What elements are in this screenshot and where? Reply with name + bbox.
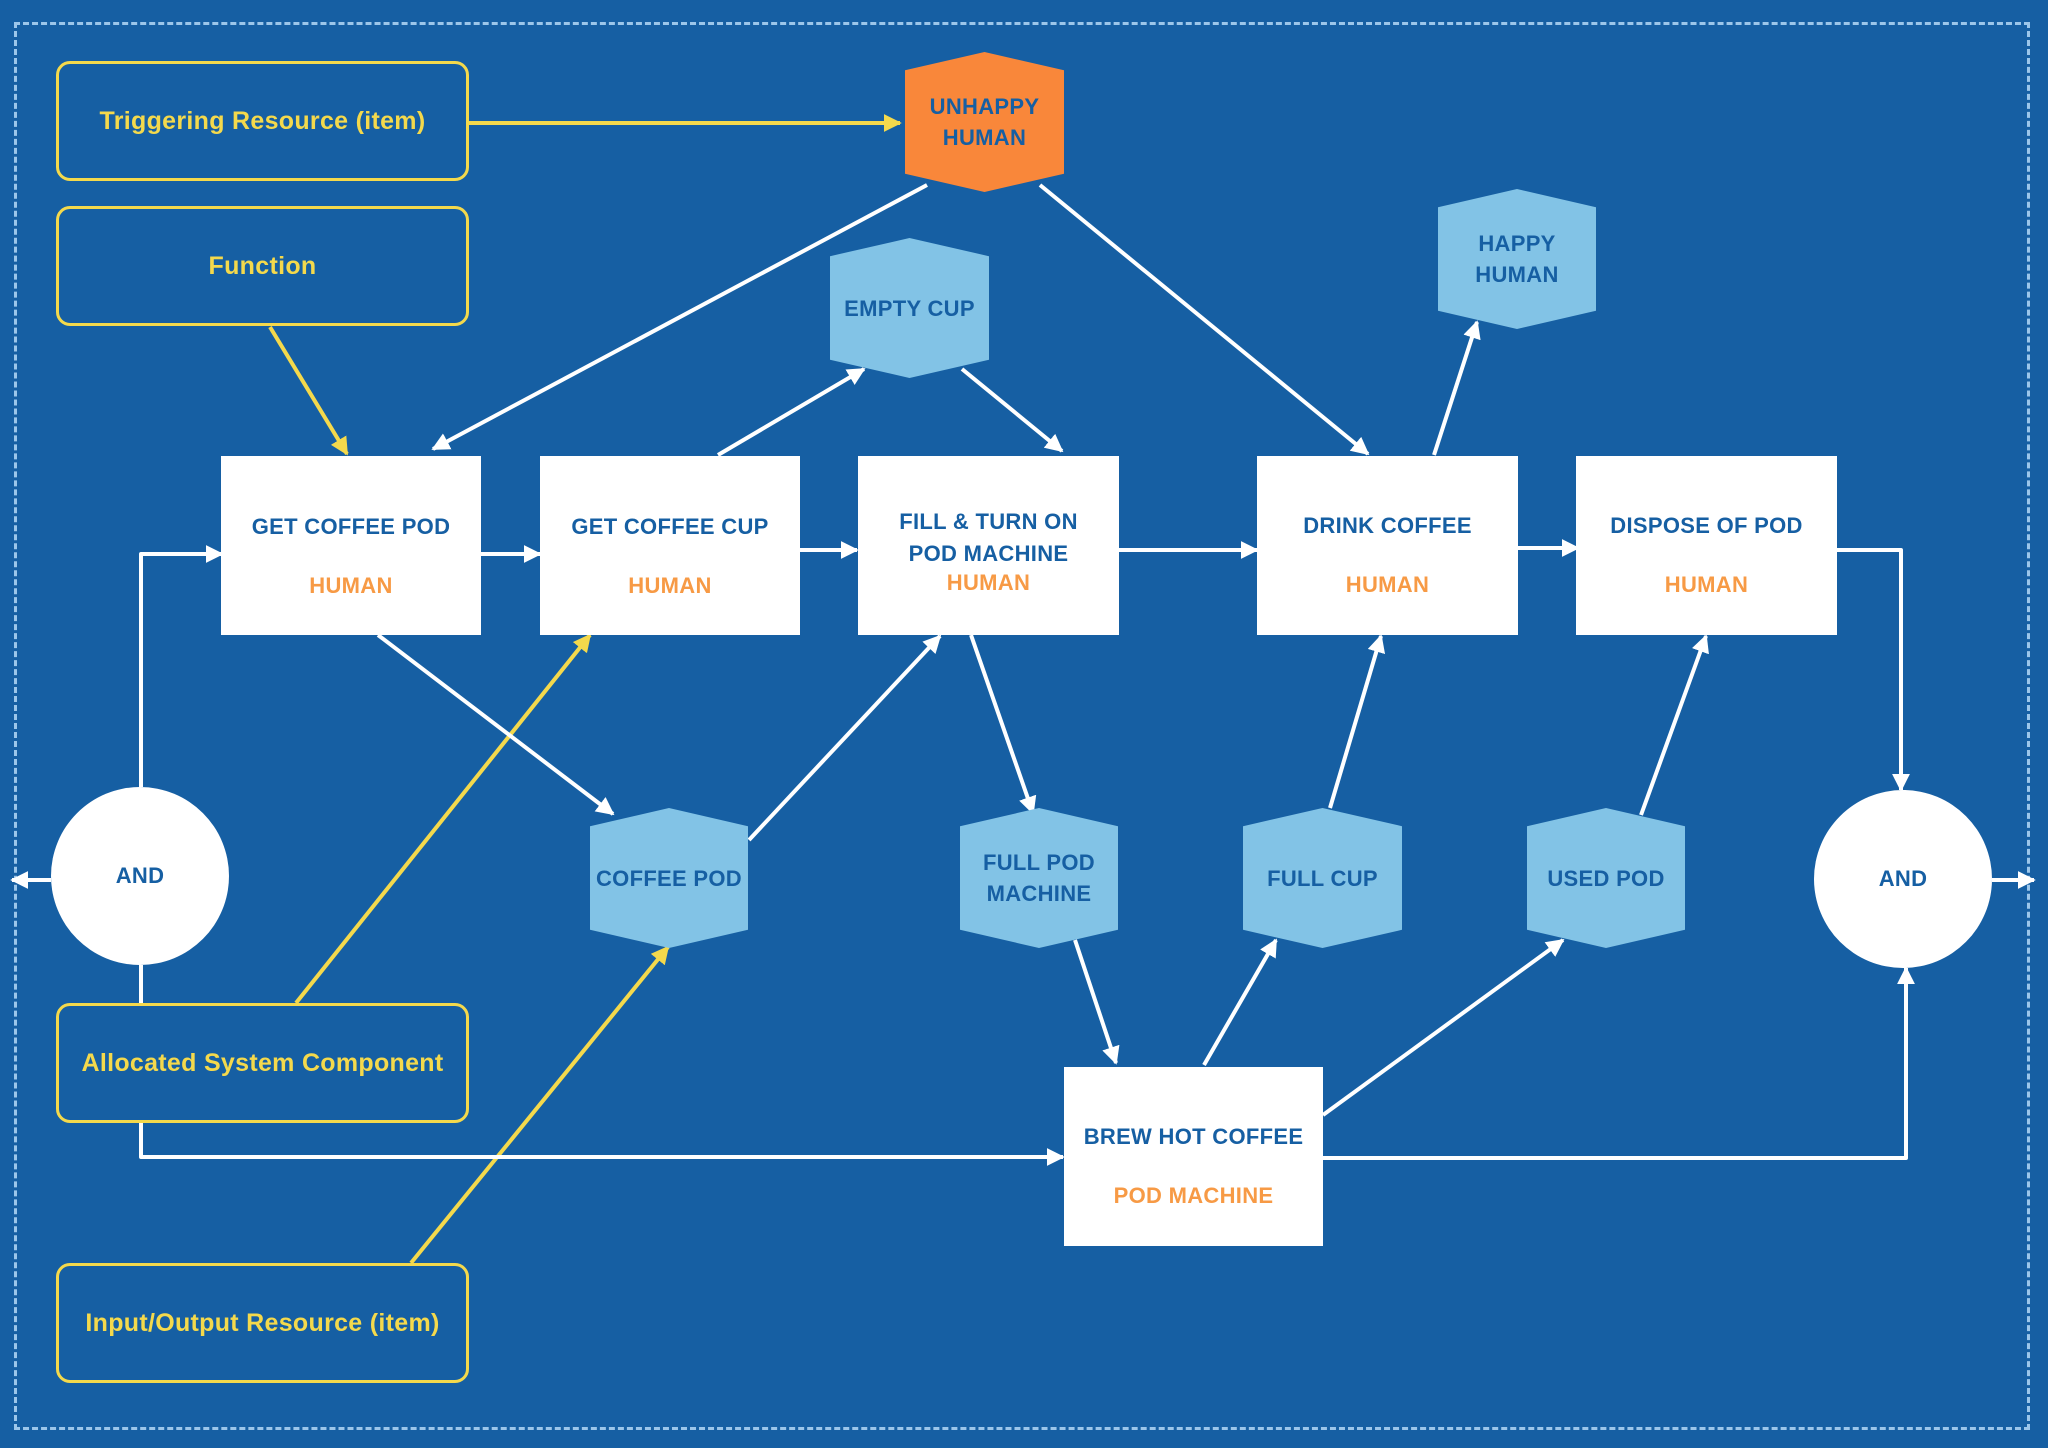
- legend-triggering-resource-label: Triggering Resource (item): [99, 106, 426, 135]
- dispose-of-pod-component: HUMAN: [1664, 571, 1749, 597]
- used-pod-resource: USED POD: [1527, 808, 1685, 948]
- get-coffee-pod-title: GET COFFEE POD: [251, 513, 451, 539]
- arrow-coffee-pod-to-fill: [747, 634, 942, 842]
- happy-human-line1: HAPPY: [1478, 231, 1556, 256]
- legend-function: Function: [56, 206, 469, 326]
- arrow-and-to-get-pod: [139, 545, 224, 787]
- diagram-border: [14, 22, 2030, 1430]
- legend-triggering-resource: Triggering Resource (item): [56, 61, 469, 181]
- arrow-get-cup-to-empty-cup: [716, 367, 866, 457]
- legend-function-arrow: [268, 325, 349, 456]
- get-coffee-cup-title: GET COFFEE CUP: [571, 513, 769, 539]
- and-gate-left: AND: [51, 787, 229, 965]
- unhappy-human-line2: HUMAN: [942, 125, 1027, 150]
- drink-coffee-function: DRINK COFFEE HUMAN: [1257, 456, 1518, 635]
- legend-io-resource-label: Input/Output Resource (item): [85, 1308, 440, 1337]
- dispose-of-pod-title: DISPOSE OF POD: [1610, 512, 1803, 538]
- arrow-drink-to-happy: [1432, 320, 1481, 456]
- fill-turn-on-title-line1: FILL & TURN ON: [899, 508, 1078, 534]
- fill-turn-on-function: FILL & TURN ON POD MACHINE HUMAN: [858, 456, 1119, 635]
- full-pod-machine-line1: FULL POD: [983, 850, 1095, 875]
- full-cup-resource: FULL CUP: [1243, 808, 1402, 948]
- get-coffee-cup-component: HUMAN: [628, 572, 712, 598]
- arrow-full-cup-to-drink: [1328, 634, 1386, 809]
- arrow-unhappy-to-get-pod: [431, 183, 928, 451]
- full-cup-label: FULL CUP: [1267, 865, 1378, 891]
- get-coffee-cup-function: GET COFFEE CUP HUMAN: [540, 456, 800, 635]
- arrow-unhappy-to-drink: [1038, 183, 1370, 456]
- fill-turn-on-title-line2: POD MACHINE: [908, 540, 1069, 566]
- dispose-of-pod-function: DISPOSE OF POD HUMAN: [1576, 456, 1837, 635]
- arrow-dispose-to-and-right: [1837, 548, 1910, 792]
- legend-io-resource: Input/Output Resource (item): [56, 1263, 469, 1383]
- and-gate-right: AND: [1814, 790, 1992, 968]
- arrow-brew-to-used-pod: [1321, 938, 1565, 1117]
- arrow-component-to-brew: [139, 1123, 1065, 1166]
- drink-coffee-component: HUMAN: [1345, 571, 1430, 597]
- empty-cup-resource: EMPTY CUP: [830, 238, 989, 378]
- get-coffee-pod-component: HUMAN: [309, 572, 393, 598]
- brew-hot-coffee-component: POD MACHINE: [1113, 1182, 1274, 1208]
- drink-coffee-title: DRINK COFFEE: [1303, 512, 1472, 538]
- fill-turn-on-component: HUMAN: [946, 569, 1031, 595]
- unhappy-human-resource: UNHAPPY HUMAN: [905, 52, 1064, 192]
- arrow-brew-to-and-right: [1323, 966, 1915, 1160]
- empty-cup-label: EMPTY CUP: [844, 295, 975, 321]
- used-pod-label: USED POD: [1547, 865, 1665, 891]
- arrow-brew-to-full-cup: [1202, 938, 1278, 1066]
- arrow-empty-cup-to-fill: [960, 367, 1064, 453]
- coffee-pod-resource: COFFEE POD: [590, 808, 748, 948]
- arrow-get-pod-to-coffee-pod: [376, 633, 615, 816]
- and-gate-left-label: AND: [115, 863, 165, 888]
- get-coffee-pod-function: GET COFFEE POD HUMAN: [221, 456, 481, 635]
- legend-io-arrow: [409, 945, 670, 1265]
- happy-human-line2: HUMAN: [1475, 262, 1559, 287]
- legend-function-label: Function: [208, 251, 317, 280]
- brew-hot-coffee-title: BREW HOT COFFEE: [1083, 1123, 1304, 1149]
- arrow-fill-to-full-pod-machine: [969, 634, 1037, 815]
- legend-component-arrow: [294, 633, 592, 1005]
- coffee-pod-label: COFFEE POD: [595, 865, 742, 891]
- and-gate-right-label: AND: [1878, 866, 1928, 891]
- legend-allocated-component: Allocated System Component: [56, 1003, 469, 1123]
- arrow-used-pod-to-dispose: [1639, 634, 1709, 816]
- legend-allocated-component-label: Allocated System Component: [81, 1048, 444, 1077]
- arrow-full-pod-machine-to-brew: [1073, 939, 1120, 1065]
- full-pod-machine-line2: MACHINE: [986, 881, 1092, 906]
- brew-hot-coffee-function: BREW HOT COFFEE POD MACHINE: [1064, 1067, 1323, 1246]
- unhappy-human-line1: UNHAPPY: [929, 94, 1040, 119]
- full-pod-machine-resource: FULL POD MACHINE: [960, 808, 1118, 948]
- happy-human-resource: HAPPY HUMAN: [1438, 189, 1596, 329]
